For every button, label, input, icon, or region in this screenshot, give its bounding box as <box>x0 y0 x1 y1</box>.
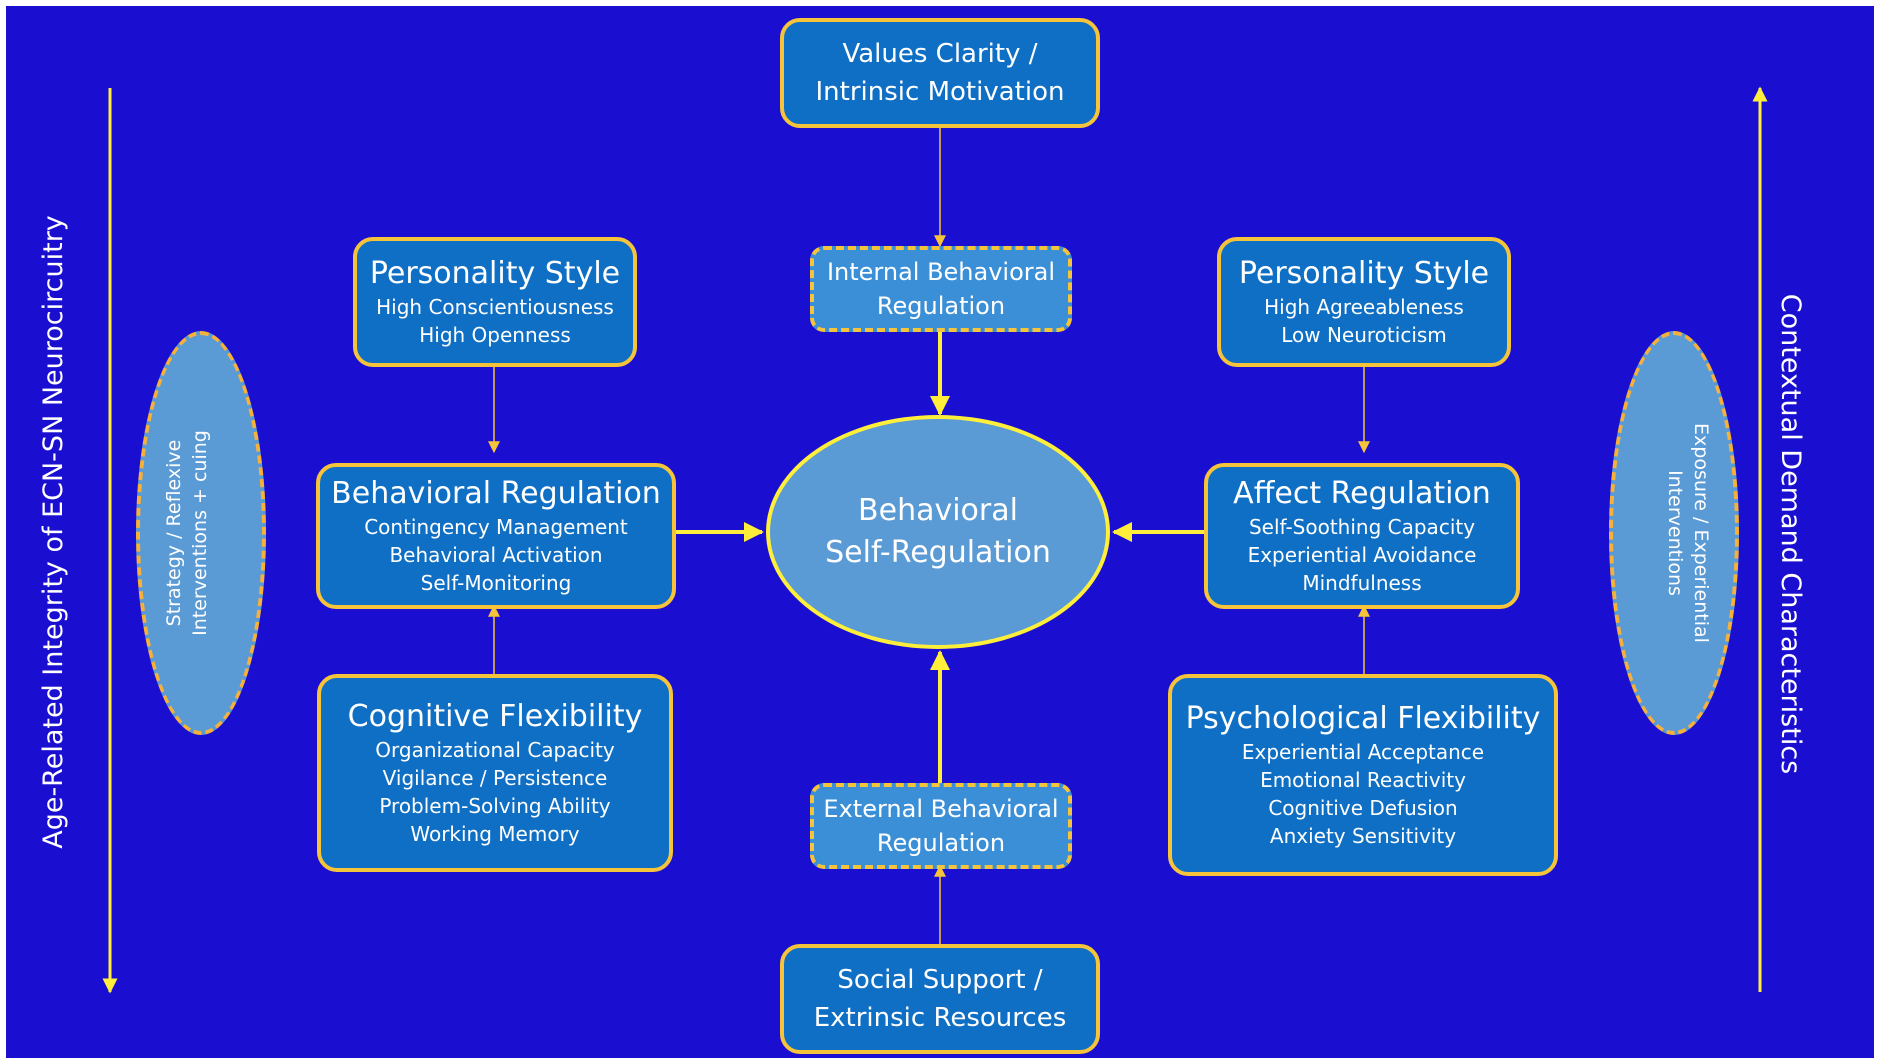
cognitive-flexibility-title: Cognitive Flexibility <box>347 699 643 734</box>
exposure-interventions-text: Exposure / Experiential Interventions <box>1634 393 1714 673</box>
cognitive-flexibility-box: Cognitive Flexibility Organizational Cap… <box>317 674 673 872</box>
left-axis-label: Age-Related Integrity of ECN-SN Neurocir… <box>38 215 69 849</box>
cognitive-flexibility-item-1: Organizational Capacity <box>375 738 615 762</box>
diagram-canvas: Values Clarity / Intrinsic Motivation In… <box>6 6 1874 1058</box>
psychological-flexibility-title: Psychological Flexibility <box>1185 701 1541 736</box>
affect-regulation-title: Affect Regulation <box>1233 476 1491 511</box>
exposure-line2: Interventions <box>1664 470 1686 596</box>
social-support-line1: Social Support / <box>837 965 1043 995</box>
affect-regulation-item-1: Self-Soothing Capacity <box>1248 515 1476 539</box>
strategy-line2: Interventions + cuing <box>189 430 211 636</box>
center-line2: Self-Regulation <box>825 535 1051 570</box>
cognitive-flexibility-item-2: Vigilance / Persistence <box>382 766 608 790</box>
psychological-flexibility-item-1: Experiential Acceptance <box>1241 740 1485 764</box>
psychological-flexibility-item-4: Anxiety Sensitivity <box>1269 824 1457 848</box>
affect-regulation-box: Affect Regulation Self-Soothing Capacity… <box>1204 463 1520 609</box>
social-support-line2: Extrinsic Resources <box>813 1003 1067 1033</box>
cognitive-flexibility-item-3: Problem-Solving Ability <box>379 794 611 818</box>
center-line1: Behavioral <box>858 493 1018 528</box>
exposure-line1: Exposure / Experiential <box>1690 423 1712 643</box>
psychological-flexibility-item-3: Cognitive Defusion <box>1268 796 1458 820</box>
exposure-interventions-ellipse <box>1609 331 1739 735</box>
values-clarity-box: Values Clarity / Intrinsic Motivation <box>780 18 1100 128</box>
behavioral-regulation-title: Behavioral Regulation <box>331 476 661 511</box>
internal-regulation-line1: Internal Behavioral <box>826 258 1056 286</box>
personality-right-item-1: High Agreeableness <box>1264 295 1464 319</box>
cognitive-flexibility-item-4: Working Memory <box>410 822 580 846</box>
personality-right-item-2: Low Neuroticism <box>1281 323 1447 347</box>
psychological-flexibility-item-2: Emotional Reactivity <box>1260 768 1466 792</box>
personality-left-title: Personality Style <box>369 256 621 291</box>
personality-left-item-1: High Conscientiousness <box>376 295 614 319</box>
connector-layer <box>102 86 1768 994</box>
external-regulation-line1: External Behavioral <box>823 795 1059 823</box>
external-regulation-box: External Behavioral Regulation <box>810 783 1072 869</box>
strategy-interventions-ellipse <box>136 331 266 735</box>
behavioral-regulation-item-1: Contingency Management <box>364 515 628 539</box>
affect-regulation-item-3: Mindfulness <box>1302 571 1422 595</box>
internal-regulation-line2: Regulation <box>876 292 1006 320</box>
behavioral-self-regulation-ellipse: Behavioral Self-Regulation <box>766 415 1110 649</box>
strategy-interventions-text: Strategy / Reflexive Interventions + cui… <box>161 393 241 673</box>
personality-style-right-box: Personality Style High Agreeableness Low… <box>1217 237 1511 367</box>
personality-style-left-box: Personality Style High Conscientiousness… <box>353 237 637 367</box>
strategy-line1: Strategy / Reflexive <box>163 439 185 627</box>
behavioral-regulation-box: Behavioral Regulation Contingency Manage… <box>316 463 676 609</box>
affect-regulation-item-2: Experiential Avoidance <box>1247 543 1477 567</box>
personality-right-title: Personality Style <box>1238 256 1490 291</box>
external-regulation-line2: Regulation <box>876 829 1006 857</box>
personality-left-item-2: High Openness <box>419 323 571 347</box>
psychological-flexibility-box: Psychological Flexibility Experiential A… <box>1168 674 1558 876</box>
behavioral-regulation-item-2: Behavioral Activation <box>389 543 603 567</box>
social-support-box: Social Support / Extrinsic Resources <box>780 944 1100 1054</box>
values-clarity-line1: Values Clarity / <box>842 39 1038 69</box>
right-axis-label: Contextual Demand Characteristics <box>1775 293 1806 775</box>
values-clarity-line2: Intrinsic Motivation <box>815 77 1065 107</box>
internal-regulation-box: Internal Behavioral Regulation <box>810 246 1072 332</box>
behavioral-regulation-item-3: Self-Monitoring <box>420 571 572 595</box>
